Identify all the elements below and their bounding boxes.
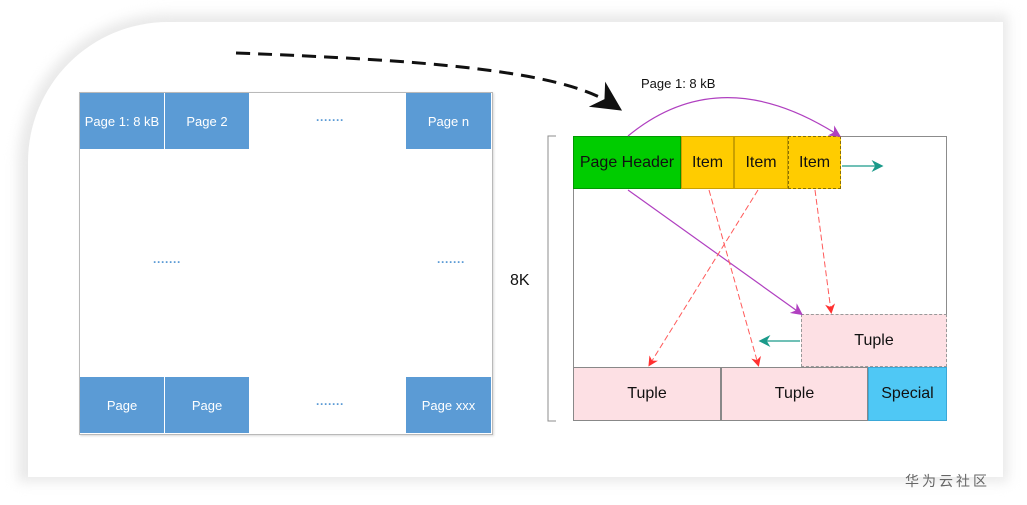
zoom-arrow: [235, 51, 623, 111]
tuple-block-upper: Tuple: [801, 314, 947, 367]
page-size-label: 8K: [510, 272, 530, 289]
ellipsis-bottom: ·······: [316, 397, 344, 411]
ellipsis-top: ·······: [316, 113, 344, 127]
page-cell-xxx: Page xxx: [406, 377, 491, 433]
page-cell-1: Page 1: 8 kB: [80, 93, 165, 149]
item-block-2: Item: [734, 136, 788, 189]
ellipsis-mid-left: ·······: [153, 255, 181, 269]
tuple-block-bottom-1: Tuple: [573, 367, 721, 421]
page-detail-title: Page 1: 8 kB: [641, 76, 716, 91]
red-arrow-item2: [648, 189, 759, 367]
page-cell-n: Page n: [406, 93, 491, 149]
page-cell-2: Page 2: [165, 93, 250, 149]
red-arrow-item3: [814, 189, 836, 314]
page-cell-bottom-1: Page: [80, 377, 165, 433]
ellipsis-mid-right: ·······: [437, 255, 465, 269]
purple-diagonal: [627, 189, 803, 316]
file-pages-panel: Page 1: 8 kB Page 2 ······· Page n ·····…: [79, 92, 493, 435]
purple-arc: [627, 97, 842, 137]
page-header-block: Page Header: [573, 136, 681, 189]
size-bracket: [547, 135, 556, 422]
special-block: Special: [868, 367, 947, 421]
tuple-block-bottom-2: Tuple: [721, 367, 868, 421]
watermark: 华为云社区: [905, 474, 990, 490]
item-block-3: Item: [788, 136, 841, 189]
red-arrow-item1: [708, 189, 761, 367]
page-cell-bottom-2: Page: [165, 377, 250, 433]
item-block-1: Item: [681, 136, 734, 189]
